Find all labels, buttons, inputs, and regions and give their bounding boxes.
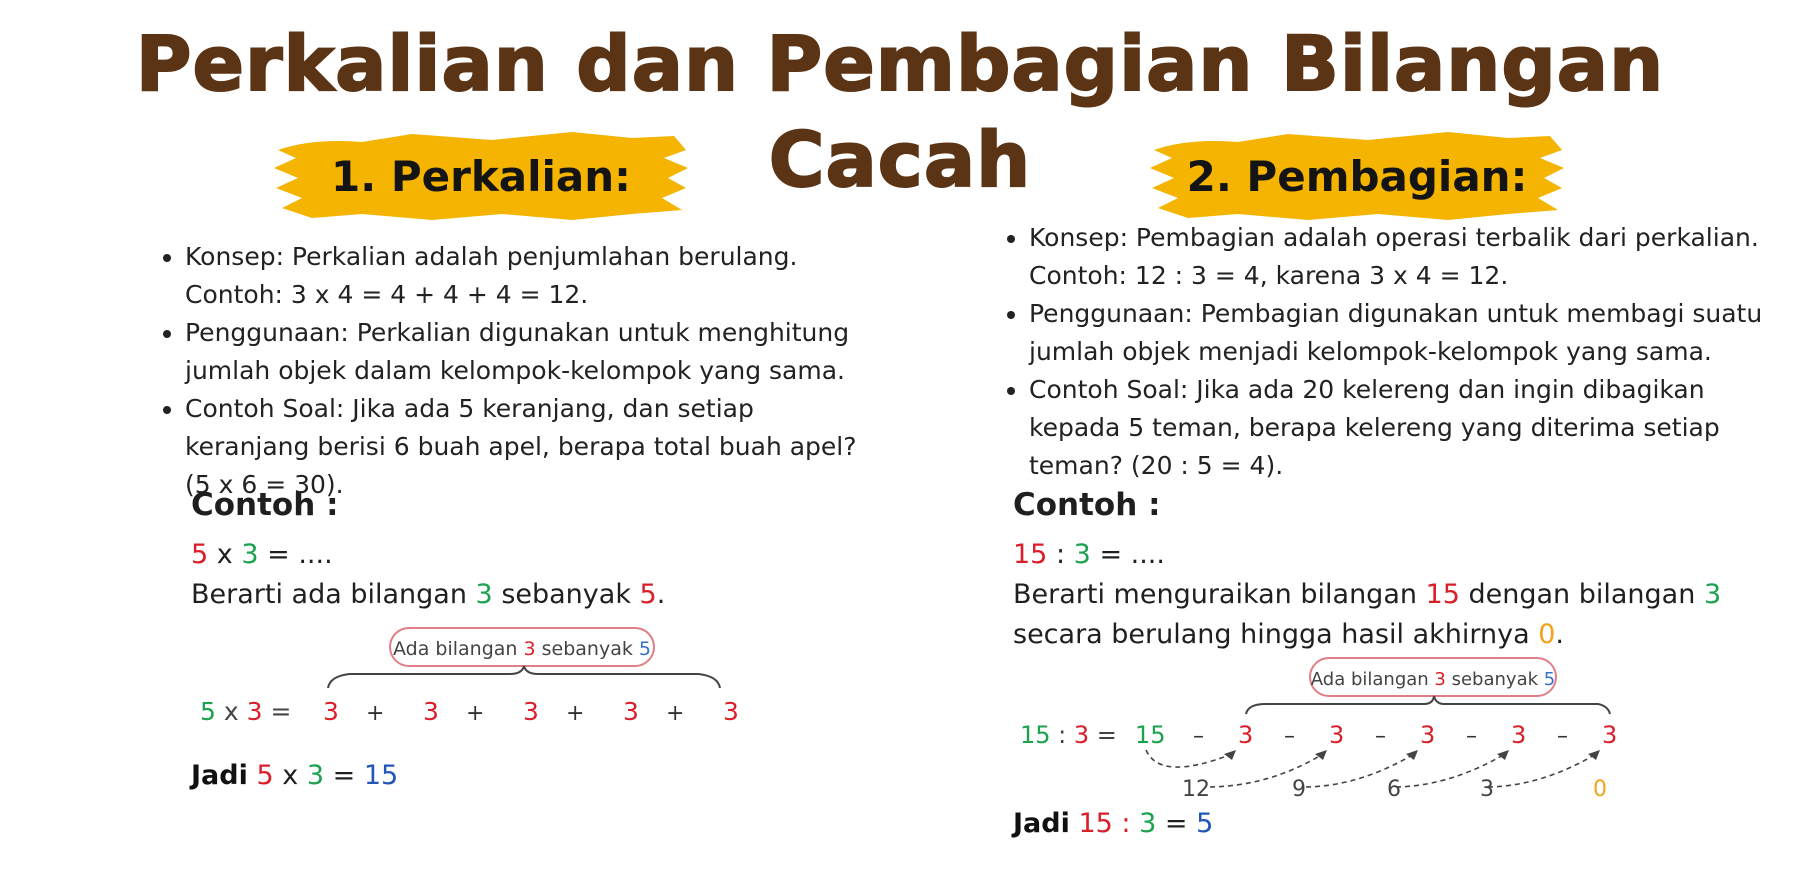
term: 3 — [623, 697, 639, 726]
perkalian-heading: 1. Perkalian: — [331, 151, 631, 201]
page-title: Perkalian dan Pembagian Bilangan Cacah — [135, 18, 1665, 205]
term: 3 — [1238, 721, 1253, 749]
pembagian-heading-banner: 2. Pembagian: — [1148, 128, 1566, 224]
remainder: 12 — [1182, 777, 1210, 802]
pembagian-bullet-list: Konsep: Pembagian adalah operasi terbali… — [1001, 219, 1769, 485]
term: 3 — [323, 697, 339, 726]
list-item: Konsep: Perkalian adalah penjumlahan ber… — [185, 238, 885, 314]
remainder: 9 — [1292, 777, 1306, 802]
pembagian-result: Jadi 15 : 3 = 5 — [1013, 808, 1214, 839]
term: 3 — [1511, 721, 1526, 749]
plus-sign: + — [666, 701, 684, 726]
svg-text:5 x 3 =: 5 x 3 = — [200, 697, 291, 726]
list-item-subline: Contoh: 3 x 4 = 4 + 4 + 4 = 12. — [185, 280, 589, 309]
pembagian-explanation: Berarti menguraikan bilangan 15 dengan b… — [1013, 579, 1722, 650]
start-number: 15 — [1135, 721, 1166, 749]
minus-sign: – — [1375, 724, 1386, 749]
svg-text:Ada bilangan 3 sebanyak 5: Ada bilangan 3 sebanyak 5 — [1311, 669, 1555, 690]
minus-sign: – — [1557, 724, 1568, 749]
term: 3 — [1420, 721, 1435, 749]
perkalian-example-equation: 5 x 3 = .... — [191, 539, 333, 570]
term: 3 — [423, 697, 439, 726]
remainder: 0 — [1593, 777, 1607, 802]
plus-sign: + — [466, 701, 484, 726]
svg-text:15 : 3 =: 15 : 3 = — [1020, 721, 1117, 749]
pembagian-example-equation: 15 : 3 = .... — [1013, 539, 1165, 570]
perkalian-contoh-heading: Contoh : — [191, 487, 339, 523]
brush-stroke-shape — [1150, 132, 1564, 220]
pembagian-diagram: Ada bilangan 3 sebanyak 5 15 : 3 = 15 – … — [1020, 657, 1617, 802]
remainder: 6 — [1387, 777, 1401, 802]
perkalian-explanation: Berarti ada bilangan 3 sebanyak 5. — [191, 579, 666, 610]
list-item: Penggunaan: Pembagian digunakan untuk me… — [1029, 295, 1769, 371]
svg-text:Ada bilangan 3 sebanyak 5: Ada bilangan 3 sebanyak 5 — [393, 638, 651, 660]
brush-stroke-shape — [274, 132, 688, 220]
list-item: Konsep: Pembagian adalah operasi terbali… — [1029, 219, 1769, 295]
plus-sign: + — [566, 701, 584, 726]
remainder: 3 — [1480, 777, 1494, 802]
plus-sign: + — [366, 701, 384, 726]
perkalian-heading-banner: 1. Perkalian: — [272, 128, 690, 224]
perkalian-result: Jadi 5 x 3 = 15 — [191, 760, 399, 791]
minus-sign: – — [1193, 724, 1204, 749]
pembagian-heading: 2. Pembagian: — [1186, 151, 1528, 201]
term: 3 — [1602, 721, 1617, 749]
list-item: Contoh Soal: Jika ada 5 keranjang, dan s… — [185, 390, 885, 504]
minus-sign: – — [1466, 724, 1477, 749]
list-item: Contoh Soal: Jika ada 20 kelereng dan in… — [1029, 371, 1769, 485]
pembagian-contoh-heading: Contoh : — [1013, 487, 1161, 523]
term: 3 — [523, 697, 539, 726]
perkalian-bullet-list: Konsep: Perkalian adalah penjumlahan ber… — [157, 238, 885, 504]
perkalian-diagram: Ada bilangan 3 sebanyak 5 5 x 3 = 3 + 3 … — [200, 627, 739, 726]
minus-sign: – — [1284, 724, 1295, 749]
term: 3 — [723, 697, 739, 726]
term: 3 — [1329, 721, 1344, 749]
list-item: Penggunaan: Perkalian digunakan untuk me… — [185, 314, 885, 390]
